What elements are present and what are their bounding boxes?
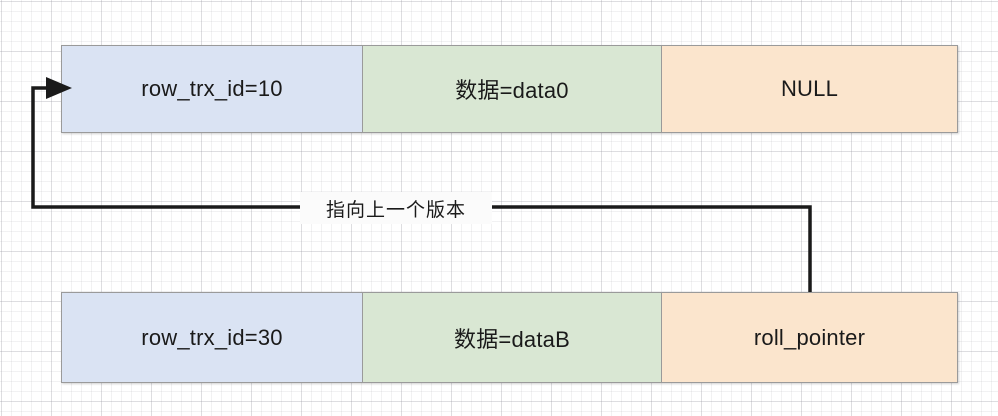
trx-id-cell-bottom: row_trx_id=30 <box>62 293 362 382</box>
roll-pointer-cell-top: NULL <box>662 46 957 132</box>
record-row-newest: row_trx_id=10 数据=data0 NULL <box>61 45 958 133</box>
trx-id-cell-top: row_trx_id=10 <box>62 46 362 132</box>
data-cell-bottom: 数据=dataB <box>362 293 662 382</box>
connector-label: 指向上一个版本 <box>300 192 492 224</box>
record-row-older: row_trx_id=30 数据=dataB roll_pointer <box>61 292 958 383</box>
data-cell-top: 数据=data0 <box>362 46 662 132</box>
roll-pointer-cell-bottom: roll_pointer <box>662 293 957 382</box>
